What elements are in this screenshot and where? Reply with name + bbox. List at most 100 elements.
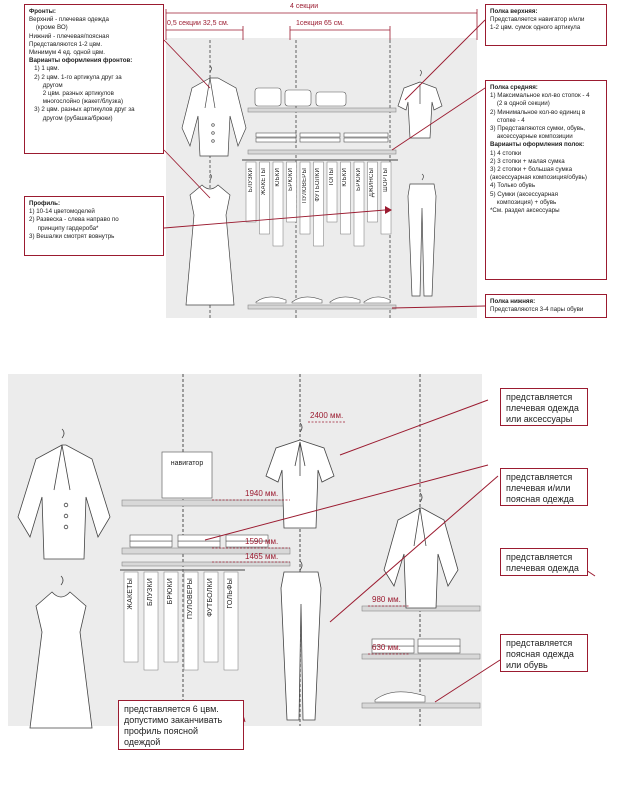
fronts-variant-line: 2) 2 цвм. 1-го артикула друг за [29, 73, 122, 81]
bottom-tag-label: ГОЛЬФЫ [227, 578, 234, 609]
bottom-tag-label: БЛУЗКИ [147, 578, 154, 607]
bottom-tag-label: ПУЛОВЕРЫ [187, 578, 194, 620]
top-tag-card [326, 161, 338, 223]
middle-shelf-variants-heading: Варианты оформления полок: [490, 141, 585, 149]
middle-shelf-lines: 1) Максимальное кол-во стопок - 4 (2 в о… [490, 92, 602, 141]
height-1590: 1590 мм. [245, 537, 279, 546]
note-shoulder-or-accessories: представляется плечевая одежда или аксес… [500, 388, 588, 426]
middle-shelf-line: 3) Представляются сумки, обувь, [490, 125, 586, 133]
fronts-variant-line: 3) 2 цвм. разных артикулов друг за [29, 106, 135, 114]
bottom-shelf-line: Представляются 3-4 пары обуви [490, 306, 584, 314]
top-tag-card [313, 161, 324, 247]
top-tag-card [367, 161, 378, 223]
note-waist-or-shoes: представляется поясная одежда или обувь [500, 634, 588, 672]
top-shelf-line: Представляется навигатор и/или [490, 16, 585, 24]
bottom-tag-card [143, 571, 159, 671]
profile-line: принципу гардероба* [29, 224, 99, 232]
note-shoulder-and-waist: представляется плечевая и/или поясная од… [500, 468, 588, 506]
middle-shelf-line: аксессуарные композиции [490, 133, 573, 141]
bottom-tag-card [123, 571, 139, 663]
bottom-tag-card [223, 571, 239, 671]
note2-line2: плечевая и/или [506, 483, 571, 493]
middle-shelf-variant-line: композиция) + обувь [490, 198, 557, 206]
profile-line: 1) 10-14 цветомоделей [29, 208, 95, 216]
top-tag-card [286, 161, 297, 223]
fronts-line: (кроме ВО) [29, 24, 68, 32]
fronts-line: Верхний - плечевая одежда [29, 16, 109, 24]
middle-shelf-line: 2) Минимальное кол-во единиц в [490, 108, 586, 116]
note3-line2: плечевая одежда [506, 563, 579, 573]
navigator-label: навигатор [170, 460, 204, 467]
note5-line3: профиль поясной [124, 726, 199, 736]
top-tag-card [380, 161, 392, 235]
top-shelf-heading: Полка верхняя: [490, 8, 538, 15]
middle-shelf-heading: Полка средняя: [490, 84, 538, 91]
note4-line1: представляется [506, 638, 573, 648]
bottom-tag-label: БРЮКИ [167, 578, 174, 605]
fronts-variants: 1) 1 цвм. 2) 2 цвм. 1-го артикула друг з… [29, 65, 159, 122]
top-tag-card [299, 161, 311, 235]
bottom-tag-card [163, 571, 179, 663]
middle-shelf-variant-line: (аксессуарная композиция/обувь) [490, 174, 587, 182]
top-tag-card [272, 161, 284, 247]
bottom-tag-card [203, 571, 219, 663]
middle-shelf-variant-line: 4) Только обувь [490, 182, 536, 190]
fronts-variant-line: 2 цвм. разных артикулов [29, 90, 114, 98]
middle-shelf-annotation: Полка средняя: 1) Максимальное кол-во ст… [485, 80, 607, 280]
note2-line1: представляется [506, 472, 573, 482]
fronts-line: Нижний - плечевая/поясная [29, 32, 109, 40]
note4-line2: поясная одежда [506, 649, 574, 659]
middle-shelf-variant-line: 1) 4 стопки [490, 149, 522, 157]
height-1940: 1940 мм. [245, 489, 279, 498]
middle-shelf-variant-line: 2) 3 стопки + малая сумка [490, 157, 565, 165]
fronts-lines: Верхний - плечевая одежда (кроме ВО)Нижн… [29, 16, 159, 57]
height-2400: 2400 мм. [310, 411, 344, 420]
fronts-variants-heading: Варианты оформления фронтов: [29, 57, 133, 65]
note-shoulder: представляется плечевая одежда [500, 548, 588, 576]
bottom-tag-label: ФУТБОЛКИ [207, 578, 214, 617]
height-630: 630 мм. [372, 643, 401, 652]
note5-line1: представляется 6 цвм. [124, 704, 219, 714]
top-tag-card [245, 161, 257, 223]
bottom-shelf-lines: Представляются 3-4 пары обуви [490, 306, 602, 314]
fronts-variant-line: другом [29, 81, 63, 89]
middle-shelf-variant-line: 5) Сумки (аксессуарная [490, 190, 558, 198]
note1-line3: или аксессуары [506, 414, 573, 424]
middle-shelf-variant-line: *См. раздел аксессуары [490, 207, 560, 215]
profile-line: 3) Вешалки смотрят вовнутрь [29, 232, 115, 240]
fronts-variant-line: другом (рубашка/брюки) [29, 114, 113, 122]
height-1465: 1465 мм. [245, 552, 279, 561]
height-980: 980 мм. [372, 595, 401, 604]
dim-total-sections: 4 секции [290, 3, 319, 10]
fronts-variant-line: многослойно (жакет/блузка) [29, 98, 124, 106]
top-tag-card [340, 161, 351, 235]
fronts-annotation: Фронты: Верхний - плечевая одежда (кроме… [24, 4, 164, 154]
dim-one-section: 1секция 65 см. [296, 20, 344, 27]
note5-line2: допустимо заканчивать [124, 715, 223, 725]
bottom-shelf-annotation: Полка нижняя: Представляются 3-4 пары об… [485, 294, 607, 318]
note3-line1: представляется [506, 552, 573, 562]
profile-heading: Профиль: [29, 200, 61, 207]
top-shelf-annotation: Полка верхняя: Представляется навигатор … [485, 4, 607, 46]
note2-line3: поясная одежда [506, 494, 574, 504]
bottom-tag-card [183, 571, 199, 671]
top-tag-card [259, 161, 270, 235]
dim-half-section: 0,5 секции 32,5 см. [167, 20, 229, 27]
top-shelf-line: 1-2 цвм. сумок одного артикула [490, 24, 581, 32]
top-tag-card [353, 161, 365, 247]
bottom-shelf-heading: Полка нижняя: [490, 298, 536, 305]
fronts-line: Минимум 4 ед. одной цвм. [29, 49, 106, 57]
middle-shelf-line: (2 в одной секции) [490, 100, 550, 108]
middle-shelf-line: стопке - 4 [490, 116, 525, 124]
note1-line2: плечевая одежда [506, 403, 579, 413]
note5-line4: одеждой [124, 737, 161, 747]
note-six-colormodels: представляется 6 цвм. допустимо заканчив… [118, 700, 244, 750]
fronts-line: Представляются 1-2 цвм. [29, 40, 103, 48]
note4-line3: или обувь [506, 660, 548, 670]
profile-line: 2) Развеска - слева направо по [29, 216, 119, 224]
